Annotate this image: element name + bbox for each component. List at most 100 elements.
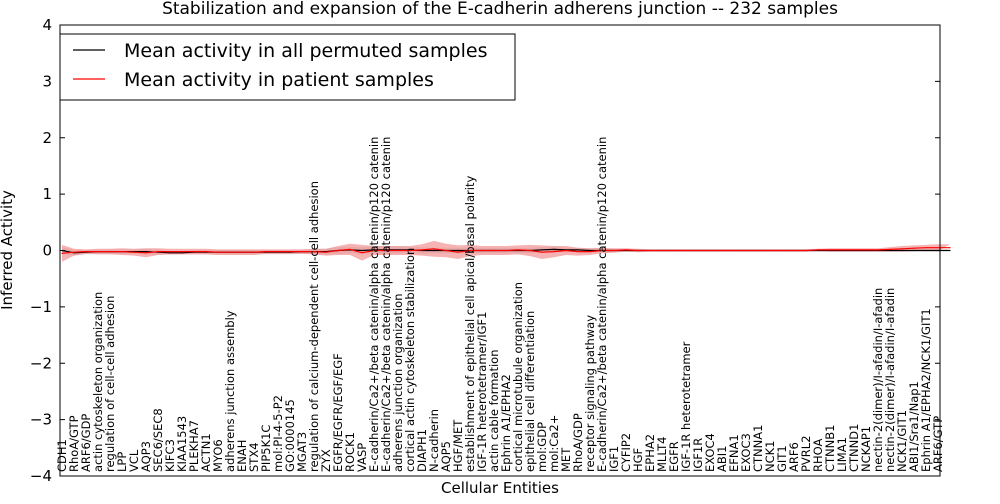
x-tick-label: ENAH — [235, 440, 249, 472]
data-point — [697, 249, 699, 252]
legend-label-patient: Mean activity in patient samples — [124, 69, 434, 91]
x-tick-label: KIFC3 — [163, 439, 177, 472]
series-lines — [61, 247, 951, 254]
y-tick-label: 1 — [42, 185, 52, 203]
data-point — [829, 249, 831, 251]
data-point — [685, 249, 687, 252]
x-tick-label: ABI1 — [715, 446, 729, 472]
x-tick-label: CTNNA1 — [751, 425, 765, 472]
x-tick-label: actin cable formation — [487, 349, 501, 472]
y-tick-label: −2 — [30, 354, 52, 372]
x-tick-label: NCK1/GIT1 — [895, 410, 909, 472]
data-point — [325, 251, 327, 253]
data-point — [721, 249, 723, 252]
x-tick-label: STX4 — [247, 442, 261, 472]
x-tick-label: EXOC4 — [703, 433, 717, 472]
x-tick-label: RhoA/GTP — [67, 415, 81, 472]
x-tick-label: E-cadherin/Ca2+/beta catenin/alpha caten… — [595, 137, 609, 472]
data-point — [433, 248, 435, 250]
x-tick-label: PIP5K1C — [259, 425, 273, 472]
x-tick-label: RhoA/GDP — [571, 413, 585, 472]
x-tick-label: CDH1 — [55, 439, 69, 472]
data-point — [397, 249, 399, 252]
x-tick-label: HGF/MET — [451, 419, 465, 472]
x-tick-label: establishment of epithelial cell apical/… — [463, 176, 477, 472]
data-point — [529, 249, 531, 252]
data-point — [673, 249, 675, 252]
chart-title: Stabilization and expansion of the E-cad… — [162, 0, 838, 19]
data-point — [589, 249, 591, 252]
x-tick-label: LPP — [115, 452, 129, 472]
data-point — [649, 249, 651, 252]
x-tick-label: MGAT3 — [295, 432, 309, 472]
x-tick-label: EPHA2 — [643, 434, 657, 472]
data-point — [853, 249, 855, 251]
x-tick-label: AQP5 — [439, 441, 453, 472]
data-point — [517, 249, 519, 251]
y-tick-label: 2 — [42, 129, 52, 147]
x-tick-label: DIAPH1 — [415, 429, 429, 472]
data-point — [901, 249, 903, 252]
data-point — [565, 249, 567, 252]
data-point — [901, 248, 903, 250]
data-point — [601, 249, 603, 252]
data-point — [85, 251, 87, 253]
data-point — [865, 249, 867, 251]
x-tick-label: mol:PI-4-5-P2 — [271, 395, 285, 472]
data-point — [97, 251, 99, 253]
x-tick-label: nectin-2(dimer)/I-afadin/I-afadin — [883, 288, 897, 472]
data-point — [805, 249, 807, 252]
x-tick-label: regulation of cell-cell adhesion — [103, 296, 117, 472]
data-point — [493, 249, 495, 252]
x-tick-label: PLEKHA7 — [187, 420, 201, 472]
data-point — [889, 249, 891, 252]
x-tick-label: VASP — [355, 443, 369, 472]
data-point — [577, 251, 579, 253]
data-point — [169, 252, 171, 254]
x-tick-label: NCKAP1 — [859, 426, 873, 472]
data-point — [169, 251, 171, 253]
x-tick-label: ROCK1 — [343, 432, 357, 472]
data-point — [469, 249, 471, 252]
x-tick-label: PVRL2 — [799, 435, 813, 472]
data-point — [217, 251, 219, 253]
x-tick-label: mol:GDP — [535, 422, 549, 472]
data-point — [157, 251, 159, 253]
legend-box — [59, 33, 516, 101]
data-point — [541, 251, 543, 253]
legend-label-permuted: Mean activity in all permuted samples — [124, 40, 487, 62]
data-point — [241, 251, 243, 253]
data-point — [769, 249, 771, 252]
y-tick-label: 3 — [42, 72, 52, 90]
data-point — [409, 249, 411, 252]
y-tick-label: 4 — [42, 16, 52, 34]
data-point — [133, 251, 135, 253]
x-tick-label: RHOA — [811, 439, 825, 472]
x-tick-label: MLLT4 — [655, 437, 669, 473]
data-point — [937, 247, 939, 249]
x-tick-label: AQP3 — [139, 441, 153, 472]
x-tick-label: Ephrin A1/EPHA2 — [499, 374, 513, 472]
data-point — [913, 247, 915, 249]
data-point — [337, 249, 339, 252]
data-point — [265, 251, 267, 253]
data-point — [541, 249, 543, 251]
x-tick-label: cortical microtubule organization — [511, 282, 525, 472]
x-tick-label: E-cadherin/Ca2+/beta catenin/alpha caten… — [367, 137, 381, 472]
data-point — [457, 251, 459, 253]
data-point — [625, 249, 627, 251]
data-point — [277, 251, 279, 253]
x-tick-label: adherens junction organization — [391, 294, 405, 472]
x-tick-label: epithelial cell differentiation — [523, 311, 537, 472]
data-point — [505, 249, 507, 252]
data-point — [709, 249, 711, 252]
data-point — [301, 251, 303, 253]
data-point — [289, 251, 291, 253]
data-point — [361, 249, 363, 252]
x-tick-label: GIT1 — [775, 445, 789, 472]
data-point — [181, 251, 183, 253]
x-tick-label: receptor signaling pathway — [583, 315, 597, 472]
data-point — [841, 249, 843, 251]
